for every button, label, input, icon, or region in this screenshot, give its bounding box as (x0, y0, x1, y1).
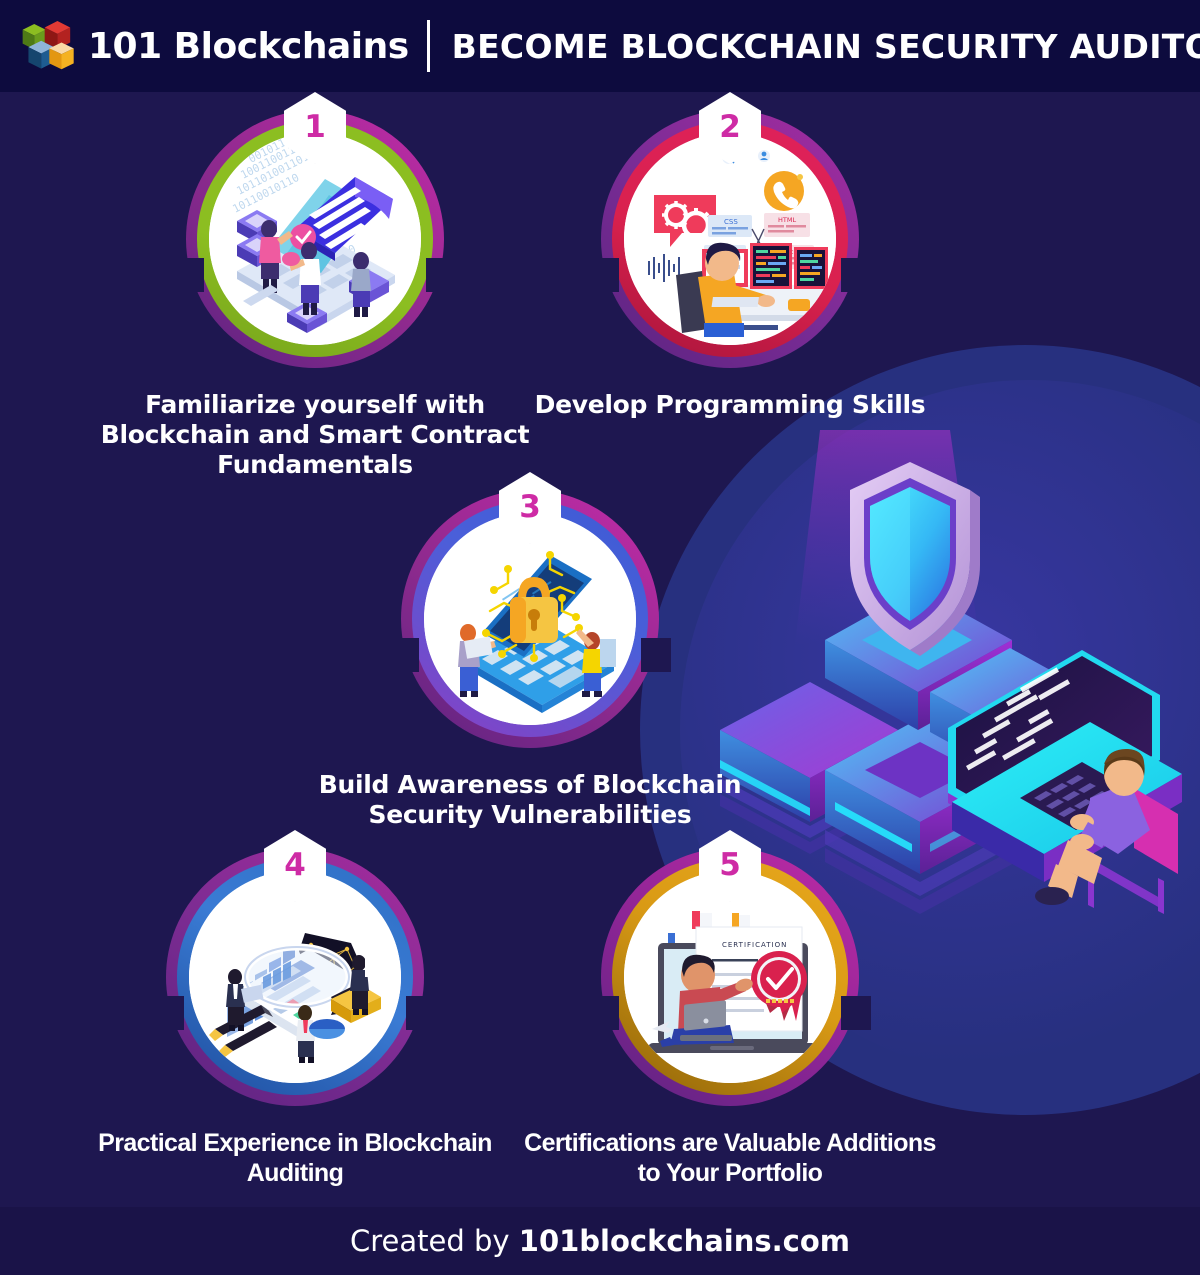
step-2-label: Develop Programming Skills (534, 390, 926, 419)
isometric-shield-server-developer-icon (690, 430, 1200, 930)
header-divider (426, 20, 430, 72)
step-1-circle: 0010110010110010 1001100110101101 101101… (174, 92, 456, 368)
step-3-number: 3 (519, 488, 541, 525)
step-item-4: 4 Practical Experience in Blockchain Aud… (85, 830, 505, 1188)
step-4-badge: 4 (264, 830, 326, 902)
blockchain-cubes-logo-icon (18, 17, 76, 75)
step-2-circle: CSS HTML PHP JavaScript (589, 92, 871, 368)
step-item-5: CERTIFICATION (520, 830, 940, 1188)
step-2-number: 2 (719, 108, 741, 145)
step-4-number: 4 (284, 846, 306, 883)
step-4-circle: 4 (154, 830, 436, 1106)
step-3-circle: 3 (389, 472, 671, 748)
step-1-label: Familiarize yourself with Blockchain and… (100, 390, 530, 479)
svg-text:CSS: CSS (724, 218, 738, 226)
footer-prefix: Created by (349, 1224, 519, 1258)
page-title: BECOME BLOCKCHAIN SECURITY AUDITOR (451, 26, 1200, 66)
step-3-label: Build Awareness of Blockchain Security V… (318, 770, 742, 829)
footer-domain: 101blockchains.com (518, 1224, 850, 1258)
developer-coding-workstation-icon: CSS HTML PHP JavaScript (624, 133, 836, 345)
page-header: 101 Blockchains BECOME BLOCKCHAIN SECURI… (0, 0, 1200, 92)
step-item-3: 3 Build Awareness of Blockchain Security… (310, 472, 750, 830)
step-4-label: Practical Experience in Blockchain Audit… (98, 1129, 492, 1187)
step-2-badge: 2 (699, 92, 761, 164)
magnifier-audit-charts-icon (189, 871, 401, 1083)
step-3-badge: 3 (499, 472, 561, 544)
step-5-circle: CERTIFICATION (589, 830, 871, 1106)
certificate-laptop-badge-icon: CERTIFICATION (624, 871, 836, 1083)
brand-name: 101 Blockchains (88, 25, 409, 67)
laptop-padlock-circuit-icon (424, 513, 636, 725)
step-item-1: 0010110010110010 1001100110101101 101101… (95, 92, 535, 480)
step-5-badge: 5 (699, 830, 761, 902)
footer-credit: Created by 101blockchains.com (350, 1224, 850, 1258)
svg-text:CERTIFICATION: CERTIFICATION (722, 941, 787, 949)
step-5-number: 5 (719, 846, 741, 883)
step-5-label: Certifications are Valuable Additions to… (524, 1129, 936, 1187)
svg-text:HTML: HTML (778, 216, 796, 224)
step-item-2: CSS HTML PHP JavaScript (520, 92, 940, 420)
step-1-number: 1 (304, 108, 326, 145)
page-footer: Created by 101blockchains.com (0, 1207, 1200, 1275)
step-1-badge: 1 (284, 92, 346, 164)
laptop-binary-document-icon: 0010110010110010 1001100110101101 101101… (209, 133, 421, 345)
